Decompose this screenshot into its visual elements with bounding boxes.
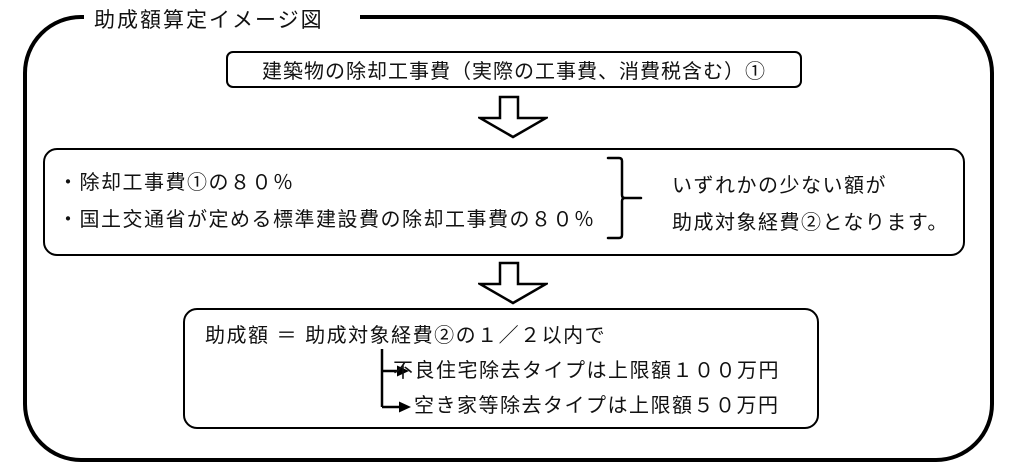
bullet-standard-cost-80pct: ・国土交通省が定める標準建設費の除却工事費の８０％ [58, 209, 596, 231]
diagram-title: 助成額算定イメージ図 [94, 8, 324, 32]
branch-vacant-house-cap: 空き家等除去タイプは上限額５０万円 [414, 395, 780, 417]
subsidy-formula-text: 助成額 ＝ 助成対象経費②の１／２以内で [205, 325, 607, 347]
subsidy-amount-box: 助成額 ＝ 助成対象経費②の１／２以内で 不良住宅除去タイプは上限額１００万円 … [183, 308, 819, 429]
branch-connector-icon [380, 349, 411, 413]
branch-dilapidated-house-cap: 不良住宅除去タイプは上限額１００万円 [393, 360, 780, 382]
right-brace-icon [606, 156, 643, 240]
outer-frame-border [23, 15, 994, 462]
lesser-amount-note-line1: いずれかの少ない額が [672, 175, 887, 197]
lesser-amount-note-line2: 助成対象経費②となります。 [672, 212, 949, 234]
down-arrow-icon [478, 261, 548, 305]
diagram-title-band: 助成額算定イメージ図 [84, 5, 360, 32]
bullet-demolition-cost-80pct: ・除却工事費①の８０％ [58, 172, 295, 194]
demolition-cost-text: 建築物の除却工事費（実際の工事費、消費税含む）① [262, 61, 766, 83]
down-arrow-icon [478, 95, 548, 139]
eligible-cost-box: ・除却工事費①の８０％ ・国土交通省が定める標準建設費の除却工事費の８０％ いず… [43, 148, 965, 256]
demolition-cost-box: 建築物の除却工事費（実際の工事費、消費税含む）① [226, 51, 802, 88]
